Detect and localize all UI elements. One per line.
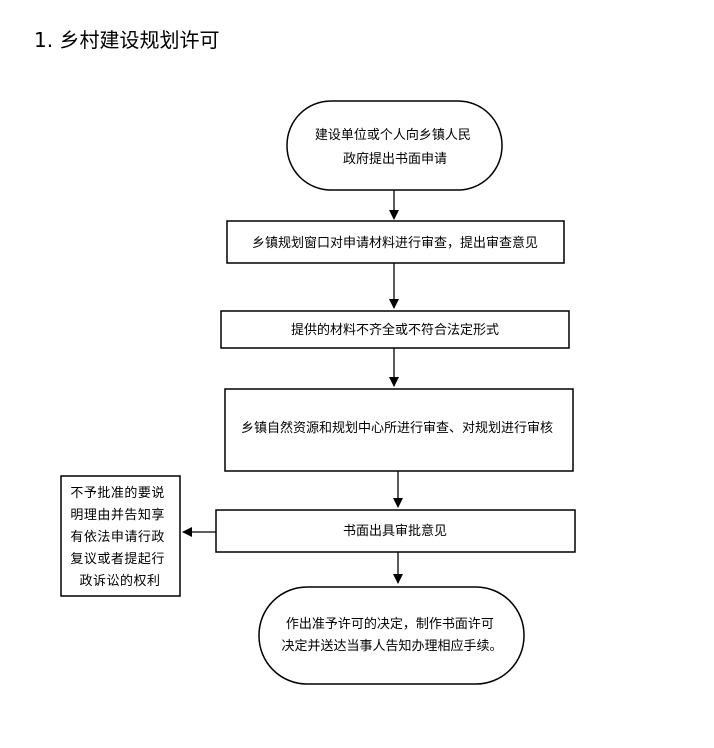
node-reject-notice-line-3: 有依法申请行政 bbox=[70, 530, 165, 545]
svg-text:作出准予许可的决定，制作书面许可 决定并送达当事: 作出准予许可的决定，制作书面许可 决定并送达当事人告知办理相应手续。 bbox=[281, 616, 502, 654]
node-opinion-line-1: 书面出具审批意见 bbox=[343, 523, 447, 539]
node-start-line-1: 建设单位或个人向乡镇人民 bbox=[315, 127, 471, 143]
node-reject-notice-shape bbox=[60, 475, 181, 597]
node-opinion: 书面出具审批意见 bbox=[215, 509, 576, 553]
node-opinion-shape bbox=[215, 509, 576, 553]
svg-text:乡镇自然资源和规划中心所进行审查、对规划进行审核: 乡镇自然资源和规划中心所进行审查、对规划进行审核 bbox=[241, 420, 553, 436]
svg-text:建设单位或个人向乡镇人民 政府提出书面申请: 建设单位或个人向乡镇人民 政府提出书面申请 bbox=[315, 127, 475, 167]
node-reject-notice-line-4: 复议或者提起行 bbox=[70, 551, 165, 567]
node-reject-notice-line-1: 不予批准的要说 bbox=[70, 485, 165, 501]
svg-text:乡镇规划窗口对申请材料进行审查，提出审查意见: 乡镇规划窗口对申请材料进行审查，提出审查意见 bbox=[252, 235, 538, 251]
node-reject-notice-line-5: 政诉讼的权利 bbox=[79, 573, 160, 589]
svg-text:不予批准的要说 明理由并告知享 有依: 不予批准的要说 明理由并告知享 有依法申请行政 复议或者提起行 政诉讼的权利 bbox=[70, 485, 169, 589]
node-end-line-2: 决定并送达当事人告知办理相应手续。 bbox=[281, 638, 502, 654]
node-start-line-2: 政府提出书面申请 bbox=[343, 151, 447, 167]
node-incomplete-line-1: 提供的材料不齐全或不符合法定形式 bbox=[291, 322, 499, 338]
node-incomplete-shape bbox=[220, 310, 570, 349]
node-review-window-line-1: 乡镇规划窗口对申请材料进行审查，提出审查意见 bbox=[252, 235, 538, 251]
node-review-window: 乡镇规划窗口对申请材料进行审查，提出审查意见 bbox=[226, 220, 565, 264]
node-end: 作出准予许可的决定，制作书面许可 决定并送达当事人告知办理相应手续。 bbox=[258, 586, 525, 685]
node-center-review: 乡镇自然资源和规划中心所进行审查、对规划进行审核 bbox=[224, 388, 574, 472]
svg-text:提供的材料不齐全或不符合法定形式: 提供的材料不齐全或不符合法定形式 bbox=[291, 322, 499, 338]
svg-text:书面出具审批意见: 书面出具审批意见 bbox=[343, 523, 447, 539]
node-start-shape bbox=[286, 100, 503, 191]
node-reject-notice: 不予批准的要说 明理由并告知享 有依法申请行政 复议或者提起行 政诉讼的权利 bbox=[60, 475, 181, 597]
flowchart-edges bbox=[182, 190, 403, 584]
node-review-window-shape bbox=[226, 220, 565, 264]
node-start: 建设单位或个人向乡镇人民 政府提出书面申请 bbox=[286, 100, 503, 191]
node-reject-notice-line-2: 明理由并告知享 bbox=[70, 507, 165, 523]
node-end-shape bbox=[258, 586, 525, 685]
node-center-review-shape bbox=[224, 388, 574, 472]
node-incomplete: 提供的材料不齐全或不符合法定形式 bbox=[220, 310, 570, 349]
node-center-review-line-1: 乡镇自然资源和规划中心所进行审查、对规划进行审核 bbox=[241, 420, 553, 436]
node-end-line-1: 作出准予许可的决定，制作书面许可 bbox=[286, 616, 494, 632]
page-title: 1. 乡村建设规划许可 bbox=[34, 28, 220, 52]
